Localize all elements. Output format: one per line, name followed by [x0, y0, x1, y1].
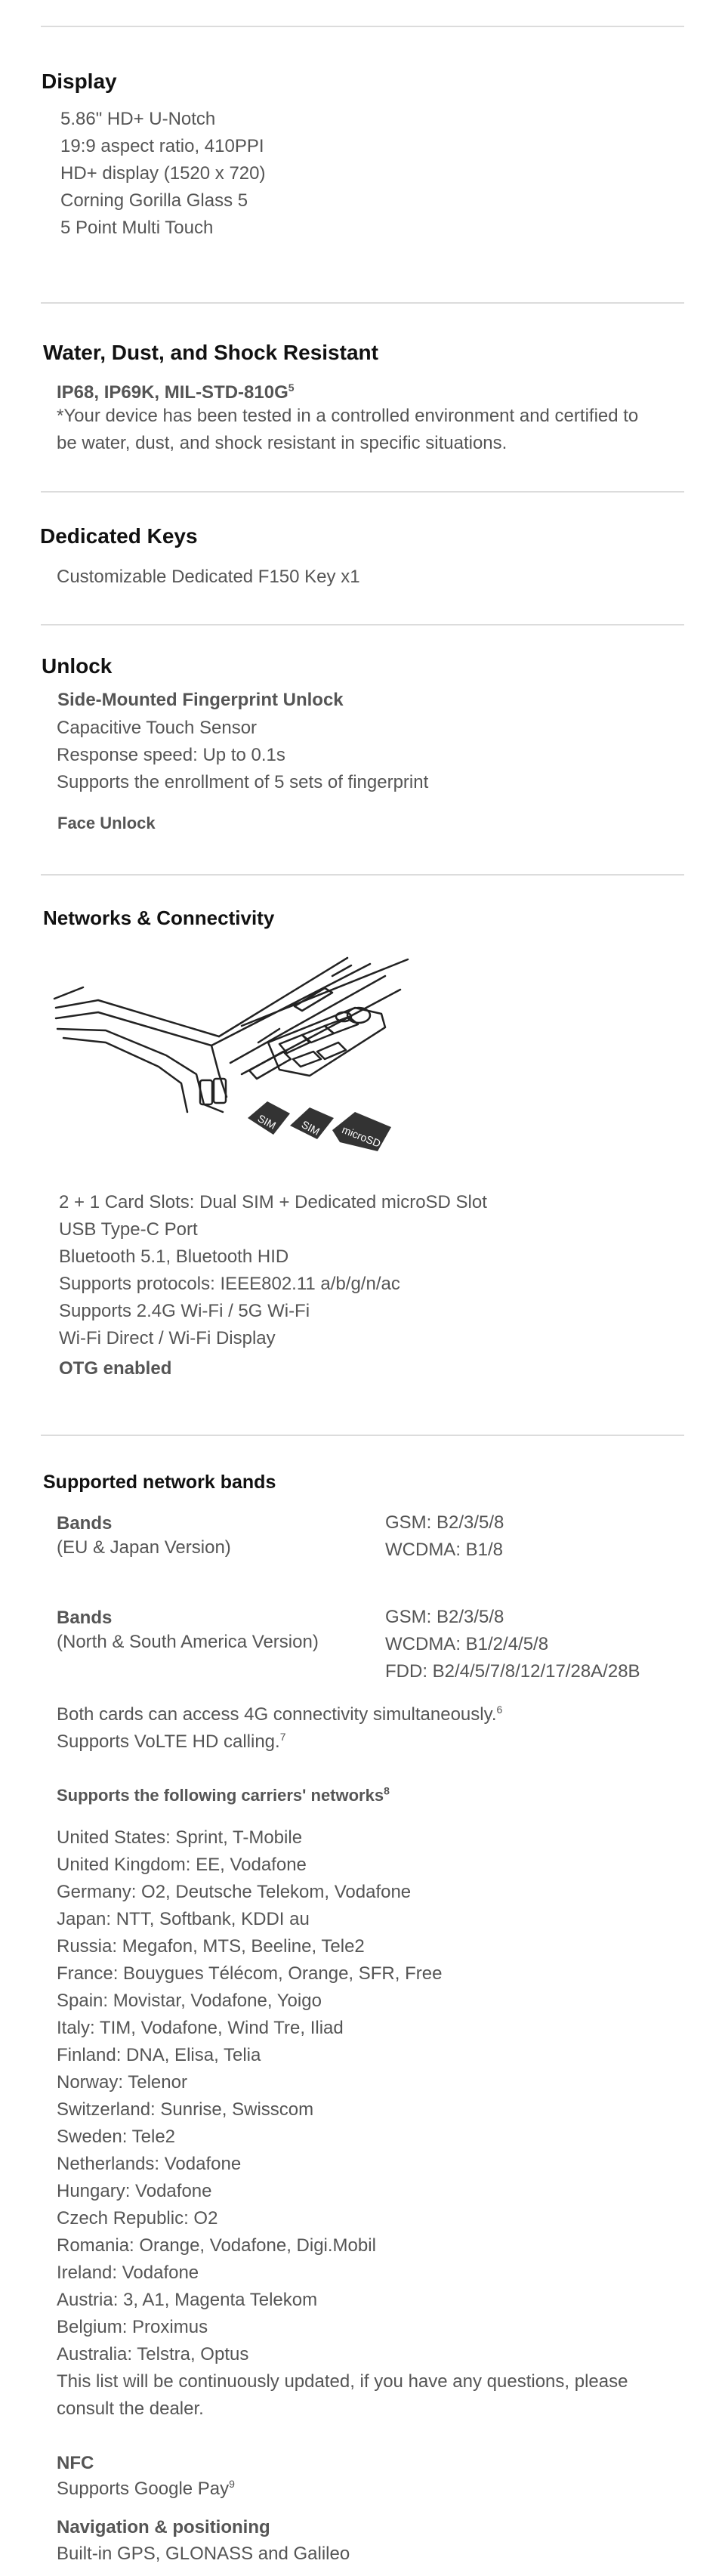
dedicated-key-item: Customizable Dedicated F150 Key x1: [57, 567, 360, 587]
bands-eu-version: (EU & Japan Version): [57, 1537, 231, 1558]
sim-card-1-shape: [248, 1101, 290, 1135]
carrier-item: Spain: Movistar, Vodafone, Yoigo: [57, 1991, 322, 2011]
sim-card-2-shape: [290, 1107, 334, 1139]
band-value: GSM: B2/3/5/8: [385, 1512, 504, 1533]
section-title-networks: Networks & Connectivity: [43, 907, 275, 929]
connectivity-spec-item: Bluetooth 5.1, Bluetooth HID: [59, 1246, 289, 1267]
divider: [41, 491, 684, 493]
carrier-item: Hungary: Vodafone: [57, 2181, 212, 2201]
water-disclaimer: *Your device has been tested in a contro…: [57, 406, 639, 453]
nfc-item: Supports Google Pay9: [57, 2478, 235, 2499]
fingerprint-spec-item: Capacitive Touch Sensor: [57, 718, 258, 738]
display-spec-item: HD+ display (1520 x 720): [60, 163, 266, 184]
divider: [41, 624, 684, 625]
fingerprint-spec-item: Response speed: Up to 0.1s: [57, 745, 285, 765]
carrier-list-note-line: consult the dealer.: [57, 2398, 204, 2419]
bands-eu-label: Bands: [57, 1513, 113, 1534]
sim-tray-diagram: SIM SIM microSD: [53, 956, 409, 1151]
display-spec-item: Corning Gorilla Glass 5: [60, 190, 248, 211]
band-value: GSM: B2/3/5/8: [385, 1607, 504, 1627]
carrier-item: Sweden: Tele2: [57, 2127, 176, 2147]
display-spec-item: 19:9 aspect ratio, 410PPI: [60, 136, 264, 156]
carrier-list-note-line: This list will be continuously updated, …: [57, 2371, 628, 2392]
carrier-item: Russia: Megafon, MTS, Beeline, Tele2: [57, 1936, 365, 1957]
carrier-item: Netherlands: Vodafone: [57, 2154, 242, 2174]
divider: [41, 1435, 684, 1436]
carrier-item: Switzerland: Sunrise, Swisscom: [57, 2099, 314, 2120]
ratings-label: IP68, IP69K, MIL-STD-810G5: [57, 381, 295, 403]
volte-note: Supports VoLTE HD calling.7: [57, 1731, 286, 1752]
carrier-item: Australia: Telstra, Optus: [57, 2344, 249, 2364]
otg-label: OTG enabled: [59, 1358, 172, 1379]
bands-na-values: GSM: B2/3/5/8 WCDMA: B1/2/4/5/8 FDD: B2/…: [385, 1604, 640, 1685]
carrier-item: Czech Republic: O2: [57, 2208, 218, 2229]
carrier-list: United States: Sprint, T-Mobile United K…: [57, 1824, 628, 2423]
band-value: WCDMA: B1/8: [385, 1540, 504, 1560]
fingerprint-title: Side-Mounted Fingerprint Unlock: [57, 690, 344, 710]
microsd-card-shape: [332, 1112, 391, 1151]
connectivity-spec-item: 2 + 1 Card Slots: Dual SIM + Dedicated m…: [59, 1192, 487, 1212]
bands-na-label: Bands: [57, 1608, 113, 1628]
band-value: FDD: B2/4/5/7/8/12/17/28A/28B: [385, 1661, 640, 1682]
fingerprint-spec-list: Capacitive Touch Sensor Response speed: …: [57, 715, 428, 796]
connectivity-spec-item: Supports protocols: IEEE802.11 a/b/g/n/a…: [59, 1274, 400, 1294]
divider: [41, 302, 684, 304]
carrier-item: Norway: Telenor: [57, 2072, 187, 2093]
navigation-item: Built-in GPS, GLONASS and Galileo: [57, 2544, 350, 2564]
section-title-unlock: Unlock: [42, 654, 113, 678]
carrier-item: Japan: NTT, Softbank, KDDI au: [57, 1909, 310, 1929]
carrier-item: Finland: DNA, Elisa, Telia: [57, 2045, 261, 2065]
bands-na-version: (North & South America Version): [57, 1632, 319, 1652]
fingerprint-spec-item: Supports the enrollment of 5 sets of fin…: [57, 772, 429, 792]
navigation-title: Navigation & positioning: [57, 2517, 270, 2537]
nfc-title: NFC: [57, 2453, 94, 2473]
divider: [41, 874, 684, 876]
connectivity-spec-item: Supports 2.4G Wi-Fi / 5G Wi-Fi: [59, 1301, 310, 1321]
carrier-item: France: Bouygues Télécom, Orange, SFR, F…: [57, 1963, 443, 1984]
carrier-item: Belgium: Proximus: [57, 2317, 208, 2337]
carrier-item: Italy: TIM, Vodafone, Wind Tre, Iliad: [57, 2018, 344, 2038]
section-title-dedicated-keys: Dedicated Keys: [40, 524, 198, 548]
connectivity-spec-item: Wi-Fi Direct / Wi-Fi Display: [59, 1328, 276, 1348]
section-title-water-resistance: Water, Dust, and Shock Resistant: [43, 341, 378, 364]
carrier-item: Ireland: Vodafone: [57, 2262, 199, 2283]
connectivity-spec-item: USB Type-C Port: [59, 1219, 198, 1240]
dual-4g-note: Both cards can access 4G connectivity si…: [57, 1703, 503, 1725]
bands-notes: Both cards can access 4G connectivity si…: [57, 1701, 502, 1756]
carrier-item: Germany: O2, Deutsche Telekom, Vodafone: [57, 1882, 412, 1902]
divider: [41, 26, 684, 27]
carriers-title: Supports the following carriers' network…: [57, 1784, 390, 1805]
carrier-item: United States: Sprint, T-Mobile: [57, 1827, 303, 1848]
carrier-item: Romania: Orange, Vodafone, Digi.Mobil: [57, 2235, 376, 2256]
connectivity-spec-list: 2 + 1 Card Slots: Dual SIM + Dedicated m…: [59, 1189, 487, 1352]
carrier-item: United Kingdom: EE, Vodafone: [57, 1855, 307, 1875]
section-title-display: Display: [42, 69, 117, 93]
display-spec-item: 5.86" HD+ U-Notch: [60, 109, 216, 129]
section-title-network-bands: Supported network bands: [43, 1472, 276, 1493]
display-spec-item: 5 Point Multi Touch: [60, 218, 214, 238]
carrier-item: Austria: 3, A1, Magenta Telekom: [57, 2290, 318, 2310]
display-spec-list: 5.86" HD+ U-Notch 19:9 aspect ratio, 410…: [60, 106, 265, 242]
band-value: WCDMA: B1/2/4/5/8: [385, 1634, 549, 1654]
bands-eu-values: GSM: B2/3/5/8 WCDMA: B1/8: [385, 1509, 504, 1564]
face-unlock-title: Face Unlock: [57, 814, 156, 832]
